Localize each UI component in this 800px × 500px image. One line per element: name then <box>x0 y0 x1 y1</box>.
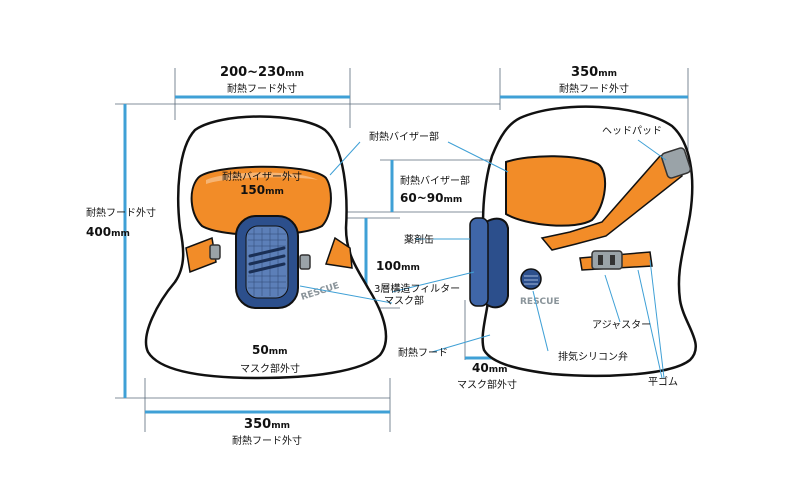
mask-width-caption: マスク部外寸 <box>240 362 300 375</box>
visor-part-label: 耐熱バイザー部 <box>369 130 439 143</box>
front-top-width-caption: 耐熱フード外寸 <box>227 82 297 95</box>
mask-height-label: 100mm <box>376 259 420 273</box>
side-top-width-label: 350mm <box>571 65 617 80</box>
flat-rubber-label: 平ゴム <box>648 375 678 388</box>
visor-height-label: 60~90mm <box>400 191 462 205</box>
front-bottom-width-label: 350mm <box>244 417 290 432</box>
head-pad-label: ヘッドパッド <box>602 125 662 137</box>
visor-width-label: 150mm <box>240 183 284 197</box>
leader-lines <box>299 139 667 379</box>
front-height-label: 400mm <box>86 225 130 239</box>
mask-depth-caption: マスク部外寸 <box>457 378 517 391</box>
side-top-width-caption: 耐熱フード外寸 <box>559 82 629 95</box>
canister-label: 薬剤缶 <box>404 233 434 246</box>
front-hood <box>144 115 388 380</box>
filter-label: 3層構造フィルター <box>374 282 460 295</box>
side-brand-text: RESCUE <box>520 297 560 307</box>
front-top-width-label: 200~230mm <box>220 65 304 80</box>
visor-width-caption: 耐熱バイザー外寸 <box>222 170 302 183</box>
front-height-caption: 耐熱フード外寸 <box>86 206 156 219</box>
hood-label: 耐熱フード <box>398 346 448 359</box>
mask-width-label: 50mm <box>252 343 287 357</box>
mask-part-label: マスク部 <box>384 294 424 307</box>
front-bottom-width-caption: 耐熱フード外寸 <box>232 434 302 447</box>
visor-height-caption: 耐熱バイザー部 <box>400 174 470 187</box>
side-hood <box>469 105 697 377</box>
exhaust-valve-label: 排気シリコン弁 <box>558 350 628 363</box>
adjuster-label: アジャスター <box>592 319 651 331</box>
mask-depth-label: 40mm <box>472 361 507 375</box>
